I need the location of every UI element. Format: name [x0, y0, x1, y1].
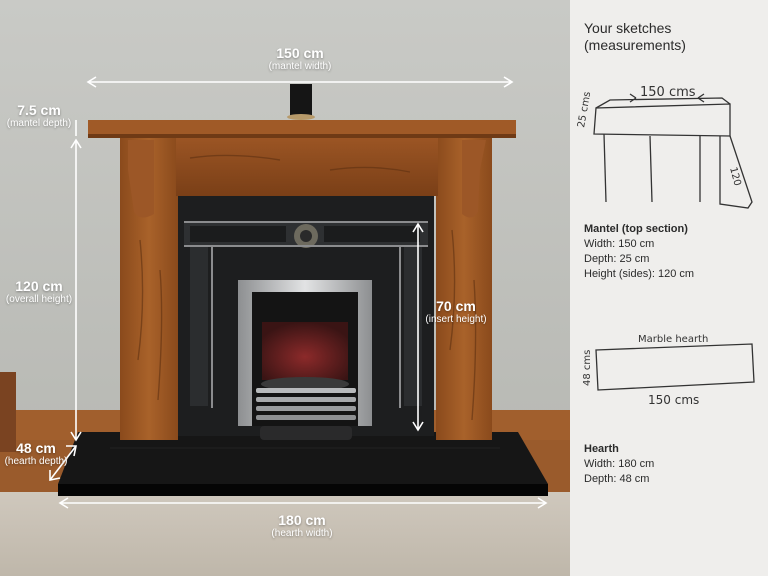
sketch-hearth-title: Marble hearth: [638, 334, 708, 345]
hearth-spec-depth: Depth: 48 cm: [584, 473, 650, 485]
hearth-sketch: Marble hearth 48 cms 150 cms: [582, 334, 755, 407]
coal-bed: [261, 377, 349, 391]
panel-title: Your sketches (measurements): [584, 20, 686, 53]
carpet: [0, 492, 570, 576]
sketch-panel: Your sketches (measurements) 150 cms 25 …: [570, 0, 768, 576]
mantel-depth-value: 7.5 cm: [17, 102, 61, 118]
hearth-top: [58, 432, 548, 484]
fire-fret: [256, 388, 356, 440]
hearth-spec: Hearth Width: 180 cm Depth: 48 cm: [584, 442, 654, 487]
overall-height-caption: (overall height): [5, 294, 73, 305]
measurement-lines: [49, 76, 548, 509]
fireplace-illustration: [0, 0, 570, 576]
hearth-width-caption: (hearth width): [271, 528, 333, 539]
hearth-front: [58, 484, 548, 496]
overall-height-value: 120 cm: [15, 278, 63, 294]
hearth-depth-value: 48 cm: [16, 440, 56, 456]
hearth-depth-label: 48 cm (hearth depth): [0, 440, 72, 468]
sketch-depth-text: 25 cms: [576, 91, 593, 129]
right-corbel: [462, 140, 486, 218]
mantel-spec-title: Mantel (top section): [584, 223, 688, 235]
left-corbel: [128, 140, 154, 218]
mantel-depth-label: 7.5 cm (mantel depth): [0, 102, 78, 130]
insert-height-value: 70 cm: [436, 298, 476, 314]
mantel-sketch: 150 cms 25 cms 120: [576, 85, 753, 209]
armchair-edge: [0, 372, 16, 452]
hearth-width-value: 180 cm: [278, 512, 326, 528]
mantel-depth-caption: (mantel depth): [6, 118, 72, 129]
sketch-hearth-depth: 48 cms: [582, 350, 593, 386]
overall-height-label: 120 cm (overall height): [0, 278, 78, 306]
mantel-spec-height: Height (sides): 120 cm: [584, 268, 695, 280]
hearth-spec-width: Width: 180 cm: [584, 458, 655, 470]
mantel-spec-depth: Depth: 25 cm: [584, 253, 650, 265]
hearth-spec-title: Hearth: [584, 443, 619, 455]
candle-holder: [290, 84, 312, 116]
frieze-panel: [176, 138, 438, 196]
insert-height-label: 70 cm (insert height): [416, 298, 496, 326]
hearth-depth-caption: (hearth depth): [4, 456, 68, 467]
sketch-hearth-width: 150 cms: [648, 393, 699, 407]
hearth-width-label: 180 cm (hearth width): [240, 512, 364, 540]
mantel-width-value: 150 cm: [276, 45, 324, 61]
fireplace-photo: 150 cm (mantel width) 7.5 cm (mantel dep…: [0, 0, 570, 576]
sketch-width-text: 150 cms: [640, 85, 696, 100]
fire-glow: [262, 322, 348, 380]
mantel-width-caption: (mantel width): [268, 61, 332, 72]
mantel-spec: Mantel (top section) Width: 150 cm Depth…: [584, 222, 694, 282]
mantel-spec-width: Width: 150 cm: [584, 238, 655, 250]
mantel-shelf: [88, 120, 516, 138]
sketch-height-text: 120: [727, 166, 743, 187]
insert-height-caption: (insert height): [425, 314, 487, 325]
mantel-width-label: 150 cm (mantel width): [240, 45, 360, 73]
